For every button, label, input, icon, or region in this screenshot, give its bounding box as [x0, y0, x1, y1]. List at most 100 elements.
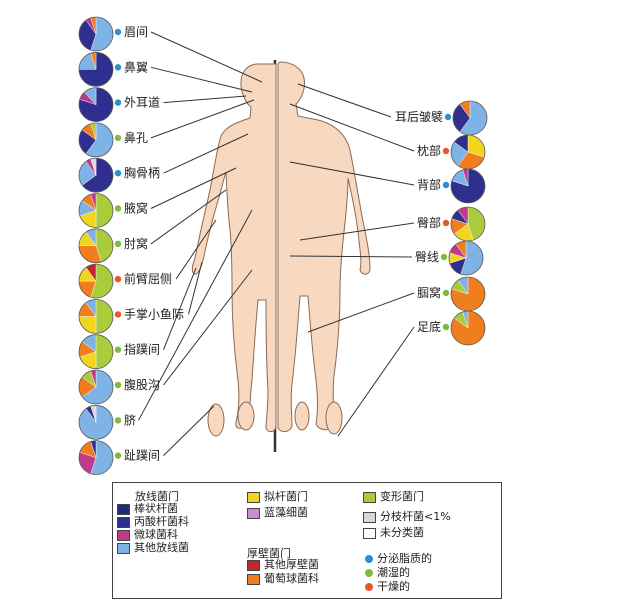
leader-line	[150, 66, 253, 93]
site-type-dot	[114, 240, 122, 247]
swatch-micrococcus	[117, 529, 130, 541]
pie-outline	[78, 404, 114, 440]
site-type-dot	[442, 147, 450, 155]
legend-label: 微球菌科	[134, 528, 178, 541]
pie-outline	[78, 440, 114, 476]
legend-label: 蓝藻细菌	[264, 506, 308, 519]
leader-lines	[138, 31, 415, 456]
site-type-dot	[114, 311, 122, 318]
pie-outline	[450, 168, 486, 204]
pie-left-4	[78, 157, 114, 193]
pie-outline	[78, 193, 114, 228]
site-type-dot	[114, 417, 122, 424]
legend-item-proteobacteria: 变形菌门	[363, 491, 424, 503]
leader-line	[297, 83, 392, 118]
pie-outline	[78, 369, 114, 405]
legend-label: 葡萄球菌科	[264, 572, 319, 585]
site-label-left-9: 指蹼间	[124, 342, 160, 357]
site-label-right-5: 腘窝	[417, 285, 441, 300]
pie-right-3	[450, 206, 486, 242]
pie-right-2	[450, 168, 486, 204]
pie-left-11	[78, 404, 114, 440]
site-type-dot	[114, 381, 122, 389]
legend-dot-moist: 潮湿的	[365, 567, 410, 579]
leader-line	[289, 103, 415, 152]
leader-line	[138, 209, 253, 421]
site-label-right-6: 足底	[417, 319, 441, 334]
leader-line	[307, 292, 415, 333]
leader-line	[289, 255, 413, 258]
site-labels: 眉间鼻翼外耳道鼻孔胸骨柄腋窝肘窝前臂屈侧手掌小鱼际指蹼间腹股沟脐趾蹼间耳后皱襞枕…	[114, 25, 452, 463]
legend-item-other-firmicutes: 其他厚壁菌	[247, 559, 319, 571]
legend-label: 其他厚壁菌	[264, 558, 319, 571]
legend-item-other-actinobacteria: 其他放线菌	[117, 542, 189, 554]
site-label-left-0: 眉间	[124, 25, 148, 39]
pie-left-2	[78, 87, 114, 122]
pie-right-5	[450, 276, 486, 312]
pie-outline	[78, 263, 114, 299]
leader-line	[299, 222, 415, 241]
swatch-unclassified-lt1	[363, 511, 376, 523]
site-label-left-4: 胸骨柄	[124, 165, 160, 180]
site-type-dot	[442, 289, 450, 297]
leader-line	[163, 133, 249, 174]
legend-label: 潮湿的	[377, 566, 410, 579]
pie-outline	[78, 157, 114, 193]
site-type-dot	[114, 346, 122, 353]
pie-slice-proteobacteria	[95, 334, 114, 369]
legend-item-cyanobacteria: 蓝藻细菌	[247, 507, 308, 519]
site-type-dot	[114, 64, 122, 71]
right-foot	[325, 401, 343, 435]
dot-dry-icon	[365, 583, 373, 591]
site-label-left-3: 鼻孔	[124, 130, 148, 145]
site-label-right-2: 背部	[417, 177, 441, 192]
leader-line	[150, 189, 227, 245]
pie-right-4	[448, 240, 484, 276]
pie-right-6	[450, 310, 486, 346]
pie-outline	[78, 51, 114, 87]
swatch-other-actinobacteria	[117, 542, 130, 554]
site-type-dot	[442, 219, 450, 227]
pie-outline	[450, 310, 486, 346]
site-label-left-10: 腹股沟	[124, 378, 160, 392]
legend-dot-dry: 干燥的	[365, 581, 410, 593]
site-label-left-7: 前臂屈侧	[124, 271, 172, 286]
dot-moist-icon	[365, 569, 373, 577]
swatch-unclassified	[363, 527, 376, 539]
pie-left-1	[78, 51, 114, 87]
site-label-right-1: 枕部	[417, 143, 441, 158]
pie-outline	[78, 87, 114, 122]
leader-line	[150, 31, 263, 83]
pie-left-10	[78, 369, 114, 405]
pie-left-6	[78, 228, 114, 264]
swatch-other-firmicutes	[247, 559, 260, 571]
site-label-right-0: 耳后皱襞	[395, 109, 443, 124]
leader-line	[163, 405, 215, 456]
site-type-dot	[444, 113, 452, 121]
pie-slice-proteobacteria	[95, 299, 114, 334]
pie-right-0	[452, 100, 488, 136]
site-type-dot	[114, 205, 122, 212]
legend-label: 分枝杆菌<1%	[380, 510, 451, 523]
legend-item-corynebacterium: 棒状杆菌	[117, 503, 178, 515]
swatch-corynebacterium	[117, 503, 130, 515]
leader-line	[150, 167, 237, 209]
legend-label: 变形菌门	[380, 490, 424, 503]
leader-line	[188, 261, 203, 315]
legend-item-propionibacterium: 丙酸杆菌科	[117, 516, 189, 528]
legend-label: 拟杆菌门	[264, 490, 308, 503]
legend-label: 棒状杆菌	[134, 502, 178, 515]
site-label-right-3: 臀部	[417, 215, 441, 230]
leader-line	[337, 326, 415, 437]
site-label-left-8: 手掌小鱼际	[124, 307, 184, 321]
legend-firmicutes-title: 厚壁菌门	[247, 547, 291, 560]
site-label-right-4: 臀线	[415, 250, 439, 264]
swatch-cyanobacteria	[247, 507, 260, 519]
pie-left-0	[78, 16, 114, 52]
site-type-dot	[114, 170, 122, 177]
pie-slice-proteobacteria	[95, 193, 114, 228]
pie-left-7	[78, 263, 114, 299]
site-type-dot	[114, 275, 122, 283]
site-type-dot	[440, 253, 448, 261]
pie-outline	[78, 16, 114, 52]
